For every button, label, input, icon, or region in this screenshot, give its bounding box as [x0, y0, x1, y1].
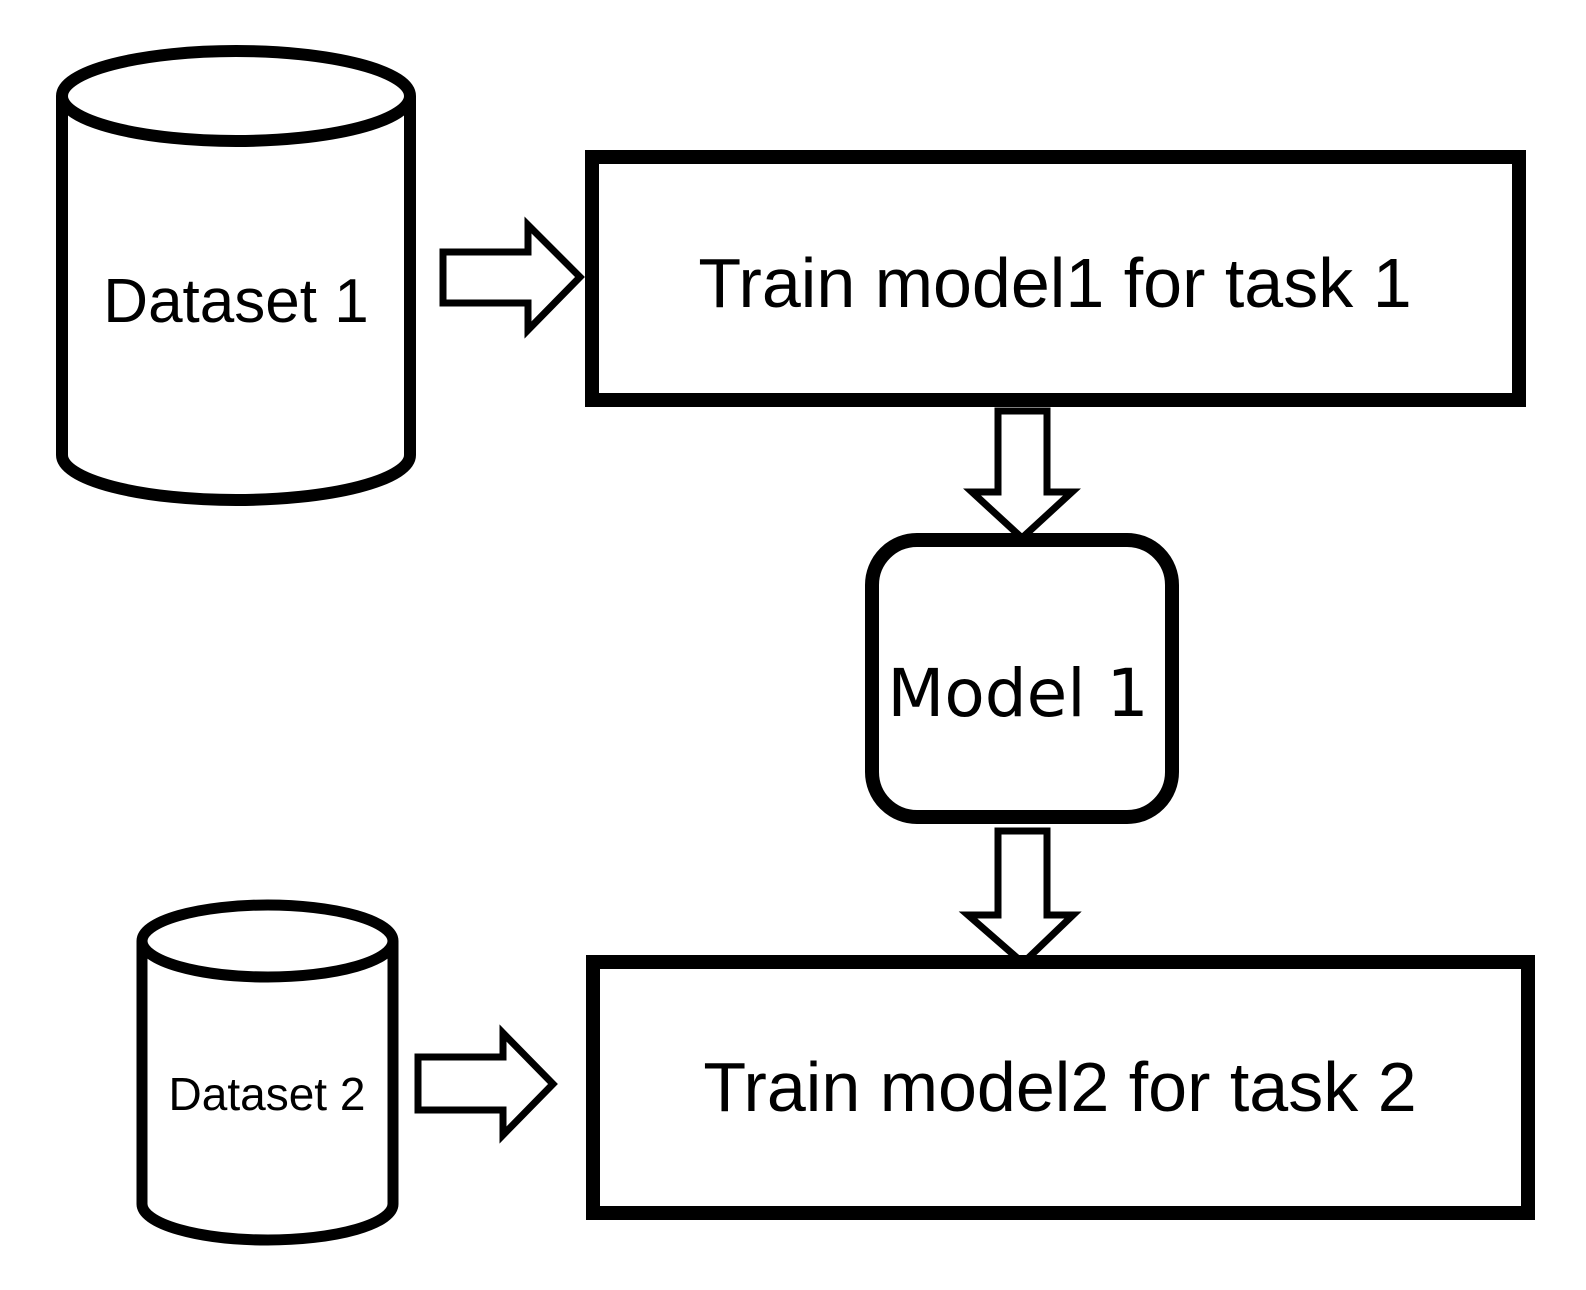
node-train1: Train model1 for task 1 — [585, 150, 1526, 407]
node-dataset1-label: Dataset 1 — [103, 267, 368, 336]
node-model1-box — [865, 533, 1179, 824]
cylinder-body — [56, 96, 416, 506]
node-train2-box — [586, 955, 1535, 1220]
arrow-dataset2-to-train2-icon — [414, 1024, 558, 1144]
node-train1-box — [585, 150, 1526, 407]
node-train1-label: Train model1 for task 1 — [698, 244, 1411, 322]
node-model1-label: Model 1 — [887, 655, 1148, 732]
node-train2-label: Train model2 for task 2 — [703, 1048, 1416, 1126]
node-train2: Train model2 for task 2 — [586, 955, 1535, 1220]
cylinder-top — [56, 45, 416, 147]
node-dataset2: Dataset 2 — [136, 899, 399, 1246]
arrow-model1-to-train2-icon — [958, 827, 1082, 968]
cylinder-top — [136, 899, 399, 983]
node-dataset1: Dataset 1 — [56, 45, 416, 506]
node-model1: Model 1 — [865, 533, 1179, 824]
arrow-train1-to-model1-icon — [963, 407, 1081, 543]
cylinder-body — [136, 941, 399, 1246]
arrow-dataset1-to-train1-icon — [439, 216, 585, 339]
node-dataset2-label: Dataset 2 — [169, 1068, 366, 1120]
